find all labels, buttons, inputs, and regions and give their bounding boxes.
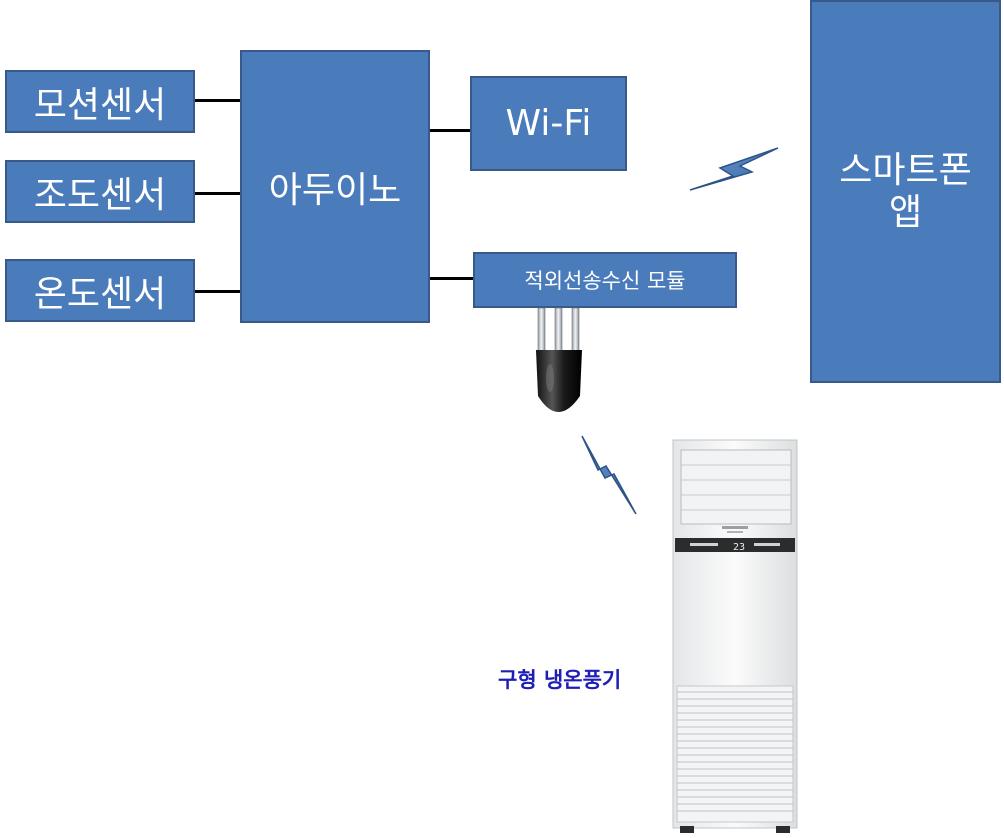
- ir-module-label: 적외선송수신 모듈: [524, 269, 686, 293]
- lightning-bolt-icon: [689, 147, 779, 191]
- arduino-label: 아두이노: [268, 169, 402, 211]
- light-sensor-label: 조도센서: [33, 174, 167, 216]
- wifi-box: Wi-Fi: [470, 76, 627, 171]
- temperature-sensor-box: 온도센서: [5, 259, 195, 322]
- smartphone-label-line2: 앱: [888, 191, 923, 233]
- ir-module-box: 적외선송수신 모듈: [473, 252, 737, 308]
- connector-line: [195, 192, 240, 195]
- ac-display-value: 23: [733, 542, 745, 553]
- aircon-label: 구형 냉온풍기: [498, 668, 622, 692]
- lightning-bolt-icon: [581, 435, 637, 515]
- temperature-sensor-label: 온도센서: [33, 273, 167, 315]
- connector-line: [430, 277, 473, 280]
- connector-line: [195, 99, 240, 102]
- air-conditioner-icon: 23: [672, 439, 798, 833]
- light-sensor-box: 조도센서: [5, 160, 195, 223]
- arduino-box: 아두이노: [240, 50, 430, 323]
- motion-sensor-label: 모션센서: [33, 84, 167, 126]
- connector-line: [430, 129, 470, 132]
- wifi-label: Wi-Fi: [505, 103, 592, 144]
- motion-sensor-box: 모션센서: [5, 70, 195, 133]
- connector-line: [195, 290, 240, 293]
- smartphone-app-box: 스마트폰 앱: [810, 0, 1001, 383]
- smartphone-label-line1: 스마트폰: [839, 150, 972, 192]
- ir-sensor-icon: [536, 307, 582, 412]
